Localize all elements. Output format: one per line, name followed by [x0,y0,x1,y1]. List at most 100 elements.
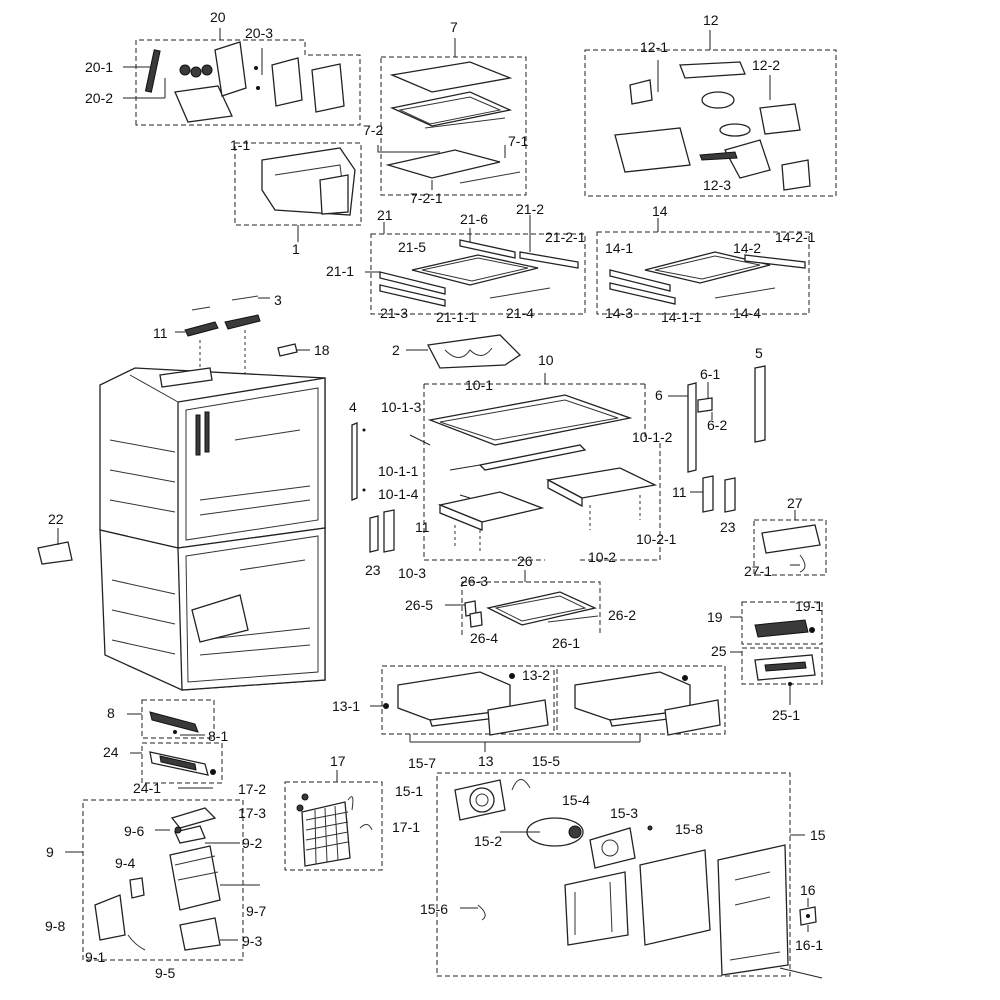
label-14-3: 14-3 [605,305,633,321]
group-21-shelf: 21 21-6 21-2 21-2-1 21-5 21-1 21-3 21-1-… [326,201,586,325]
label-10-1-2: 10-1-2 [632,429,673,445]
label-23-right: 23 [720,519,736,535]
label-15-8: 15-8 [675,821,703,837]
label-26-3: 26-3 [460,573,488,589]
label-21-3: 21-3 [380,305,408,321]
label-12-3: 12-3 [703,177,731,193]
label-23-left: 23 [365,562,381,578]
label-27: 27 [787,495,803,511]
group-8: 8 8-1 [107,699,228,744]
label-11-right: 11 [672,484,687,500]
label-24-1: 24-1 [133,780,161,796]
label-18: 18 [314,342,330,358]
label-22: 22 [48,511,64,527]
group-16: 16 16-1 [795,882,823,953]
label-15-3: 15-3 [610,805,638,821]
group-15-fan-cover: 15-7 15-5 15-1 15-4 15-3 15-8 15 15-2 15… [395,753,826,979]
label-21-5: 21-5 [398,239,426,255]
label-9-6: 9-6 [124,823,144,839]
label-26-1: 26-1 [552,635,580,651]
label-26-4: 26-4 [470,630,498,646]
label-13: 13 [478,753,494,769]
label-14: 14 [652,203,668,219]
label-1-1: 1-1 [230,137,250,153]
label-17: 17 [330,753,346,769]
cabinet-body [99,367,326,691]
label-12-1: 12-1 [640,39,668,55]
label-26-2: 26-2 [608,607,636,623]
label-14-4: 14-4 [733,305,761,321]
label-15-7: 15-7 [408,755,436,771]
group-10-drawer-shelf: 10 10-1 10-1-3 10-1-2 10-1-1 10-1-4 11 1… [378,352,677,581]
label-9-2: 9-2 [242,835,262,851]
label-8: 8 [107,705,115,721]
label-21-2-1: 21-2-1 [545,229,586,245]
label-12-2: 12-2 [752,57,780,73]
label-27-1: 27-1 [744,563,772,579]
label-13-1: 13-1 [332,698,360,714]
label-8-1: 8-1 [208,728,228,744]
label-11-top: 11 [153,325,168,341]
label-9-5: 9-5 [155,965,175,981]
label-13-2: 13-2 [522,667,550,683]
group-7-shelf: 7 7-2 7-1 7-2-1 [363,19,528,206]
label-15-5: 15-5 [532,753,560,769]
label-9: 9 [46,844,54,860]
label-10-3: 10-3 [398,565,426,581]
label-21-4: 21-4 [506,305,534,321]
label-12: 12 [703,12,719,28]
label-17-2: 17-2 [238,781,266,797]
group-26: 26 26-3 26-5 26-2 26-4 26-1 [405,553,636,651]
label-21-1-1: 21-1-1 [436,309,477,325]
label-9-3: 9-3 [242,933,262,949]
label-1: 1 [292,241,300,257]
label-15-6: 15-6 [420,901,448,917]
label-20-2: 20-2 [85,90,113,106]
group-22-bracket: 22 [37,511,73,565]
group-24: 24 24-1 [103,742,223,796]
label-7: 7 [450,19,458,35]
label-7-2: 7-2 [363,122,383,138]
label-10-1-4: 10-1-4 [378,486,419,502]
label-16: 16 [800,882,816,898]
label-17-1: 17-1 [392,819,420,835]
label-14-1-1: 14-1-1 [661,309,702,325]
label-15-4: 15-4 [562,792,590,808]
label-7-1: 7-1 [508,133,528,149]
label-10-1: 10-1 [465,377,493,393]
label-21-6: 21-6 [460,211,488,227]
label-17-3: 17-3 [238,805,266,821]
label-5: 5 [755,345,763,361]
label-3: 3 [274,292,282,308]
label-10: 10 [538,352,554,368]
label-20: 20 [210,9,226,25]
label-6-1: 6-1 [700,366,720,382]
label-9-7: 9-7 [246,903,266,919]
label-10-1-3: 10-1-3 [381,399,422,415]
label-9-1: 9-1 [85,949,105,965]
label-26: 26 [517,553,533,569]
label-10-2-1: 10-2-1 [636,531,677,547]
label-7-2-1: 7-2-1 [410,190,443,206]
group-17-evaporator: 17 17-2 17-3 17-1 [238,753,420,871]
label-26-5: 26-5 [405,597,433,613]
label-14-2: 14-2 [733,240,761,256]
label-19: 19 [707,609,723,625]
label-9-8: 9-8 [45,918,65,934]
group-27: 27 27-1 [744,495,827,579]
label-6: 6 [655,387,663,403]
label-21-1: 21-1 [326,263,354,279]
top-plates-group: 11 3 18 [153,292,330,390]
label-20-1: 20-1 [85,59,113,75]
label-11-mid: 11 [415,519,430,535]
group-19: 19 19-1 [707,598,823,645]
group-14-shelf: 14 14-2 14-2-1 14-1 14-3 14-1-1 14-4 [596,203,816,325]
label-15: 15 [810,827,826,843]
group-9-assembly: 9 9-6 9-2 9-4 9-7 9-8 9-3 9-1 9-5 [45,799,266,981]
label-2: 2 [392,342,400,358]
label-14-2-1: 14-2-1 [775,229,816,245]
label-21-2: 21-2 [516,201,544,217]
group-25: 25 25-1 [711,643,823,723]
group-12-control: 12 12-1 12-2 12-3 [584,12,837,197]
